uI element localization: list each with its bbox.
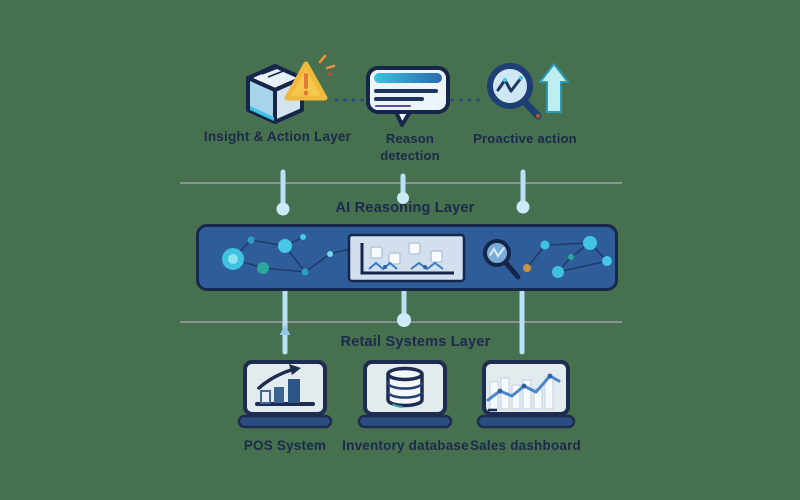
reasoning-layer-title: AI Reasoning Layer (335, 200, 475, 216)
connector-arrow-up-icon (279, 325, 291, 335)
database-monitor-icon (357, 360, 453, 429)
up-arrow-icon (539, 63, 569, 113)
insight-layer-label: Insight & Action Layer (203, 129, 352, 144)
speech-bubble-icon (366, 66, 450, 127)
connector-dot (397, 192, 409, 204)
connector-dot (276, 202, 290, 216)
spark-icon (318, 54, 327, 64)
pos-monitor-icon (237, 360, 333, 429)
inventory-database-label: Inventory database (342, 438, 469, 453)
pos-system-label: POS System (243, 438, 327, 453)
alert-cube-icon (246, 54, 336, 124)
connector-dot (397, 313, 411, 327)
proactive-action-label: Proactive action (473, 131, 577, 146)
dashboard-monitor-icon (476, 360, 576, 429)
magnifier-icon (483, 239, 521, 280)
retail-layer-title: Retail Systems Layer (340, 334, 491, 350)
spark-icon (328, 72, 332, 76)
spark-icon (325, 64, 336, 70)
decision-tree-panel-icon (347, 233, 466, 283)
magnifier-up-arrow-icon (487, 63, 569, 120)
ai-reasoning-band (196, 224, 618, 291)
connector-dot (516, 200, 530, 214)
sales-dashboard-label: Sales dashboard (469, 438, 582, 453)
reason-detection-label: Reason detection (380, 131, 440, 163)
reasoning-band-art (222, 233, 612, 283)
